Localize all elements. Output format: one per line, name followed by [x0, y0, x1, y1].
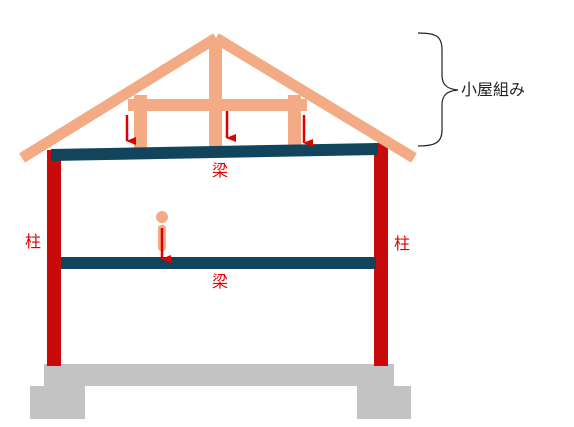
column-left-label: 柱	[25, 232, 42, 251]
roof-strut-right	[288, 95, 301, 148]
column-right	[374, 143, 388, 366]
beam-lower-label: 梁	[212, 272, 229, 291]
king-post	[209, 45, 222, 150]
person-head	[156, 211, 168, 223]
person-figure	[156, 211, 171, 263]
rafter-left	[19, 33, 219, 163]
column-right-label: 柱	[394, 234, 411, 253]
roof-framing	[19, 33, 417, 163]
beam-lower	[61, 257, 376, 269]
foundation	[30, 364, 411, 419]
rafter-right	[213, 33, 417, 163]
beam-upper	[51, 143, 378, 161]
foundation-slab	[44, 364, 394, 386]
roof-framing-brace	[417, 32, 459, 147]
column-left	[47, 150, 61, 366]
footing-right	[357, 386, 411, 419]
beam-upper-label: 梁	[212, 161, 229, 180]
roof-framing-label: 小屋組み	[461, 80, 526, 99]
footing-left	[30, 386, 85, 419]
roof-strut-left	[134, 95, 147, 148]
